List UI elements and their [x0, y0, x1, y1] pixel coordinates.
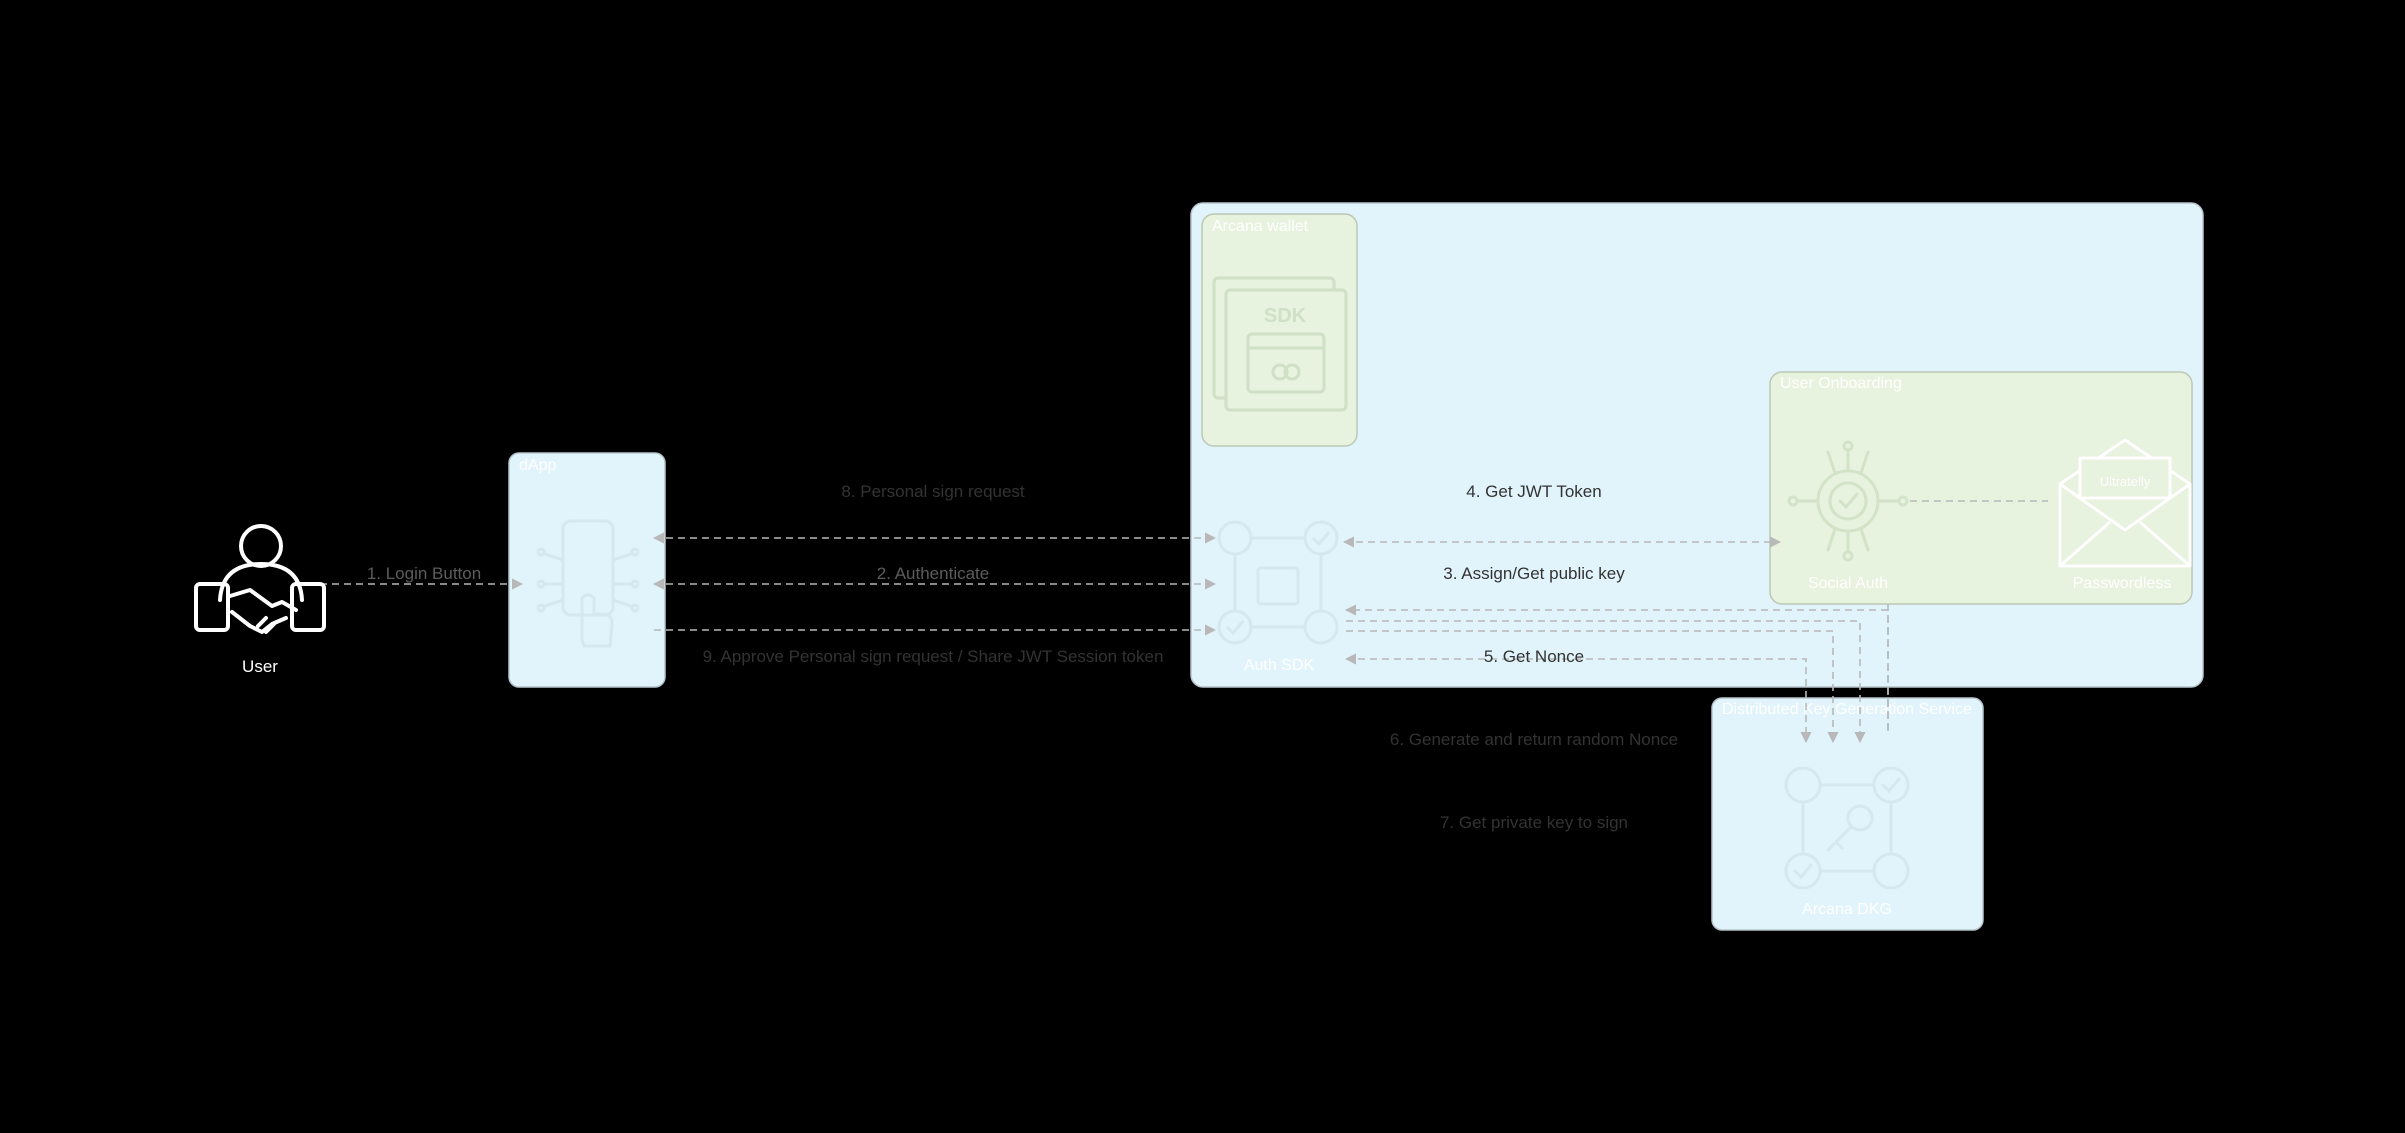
arcana-dkg-key-icon — [1784, 766, 1910, 890]
edge-label-personal-sign: 8. Personal sign request — [841, 482, 1025, 501]
edge-assign-public-key — [1344, 604, 1889, 730]
edge-label-authenticate: 2. Authenticate — [877, 564, 989, 583]
user-label: User — [242, 657, 278, 676]
dapp-label: dApp — [519, 457, 556, 474]
edge-label-private-key: 7. Get private key to sign — [1440, 813, 1628, 832]
edge-generate-nonce — [1346, 630, 1839, 744]
user-onboarding-label: User Onboarding — [1780, 375, 1902, 392]
social-auth-shield-icon — [1787, 440, 1909, 562]
auth-sdk-network-icon — [1217, 520, 1339, 645]
auth-sdk-label: Auth SDK — [1244, 657, 1315, 674]
edge-label-generate-nonce: 6. Generate and return random Nonce — [1390, 730, 1678, 749]
edge-label-public-key: 3. Assign/Get public key — [1443, 564, 1625, 583]
passwordless-mail-text: Ultratelly — [2100, 474, 2151, 489]
edge-label-jwt: 4. Get JWT Token — [1466, 482, 1601, 501]
edge-label-login: 1. Login Button — [367, 564, 481, 583]
edge-label-nonce: 5. Get Nonce — [1484, 647, 1584, 666]
edge-label-approve: 9. Approve Personal sign request / Share… — [703, 647, 1164, 666]
edges — [320, 500, 2048, 744]
sdk-card-label: SDK — [1264, 305, 1307, 327]
sdk-card-icon — [1212, 276, 1348, 412]
passwordless-mail-icon — [2058, 438, 2192, 568]
user-handshake-icon — [194, 524, 326, 634]
dapp-phone-icon — [536, 519, 640, 648]
edge-get-private-key — [1346, 620, 1866, 744]
edge-get-nonce — [1344, 653, 1812, 744]
user-onboarding-group — [1769, 371, 2193, 605]
arcana-dkg-label: Arcana DKG — [1802, 901, 1892, 918]
social-auth-label: Social Auth — [1808, 575, 1888, 592]
arcana-wallet-label: Arcana wallet — [1212, 218, 1309, 235]
passwordless-label: Passwordless — [2073, 575, 2172, 592]
dkg-service-label: Distributed Key Generation Service — [1722, 701, 1972, 718]
dapp-box — [508, 452, 666, 688]
